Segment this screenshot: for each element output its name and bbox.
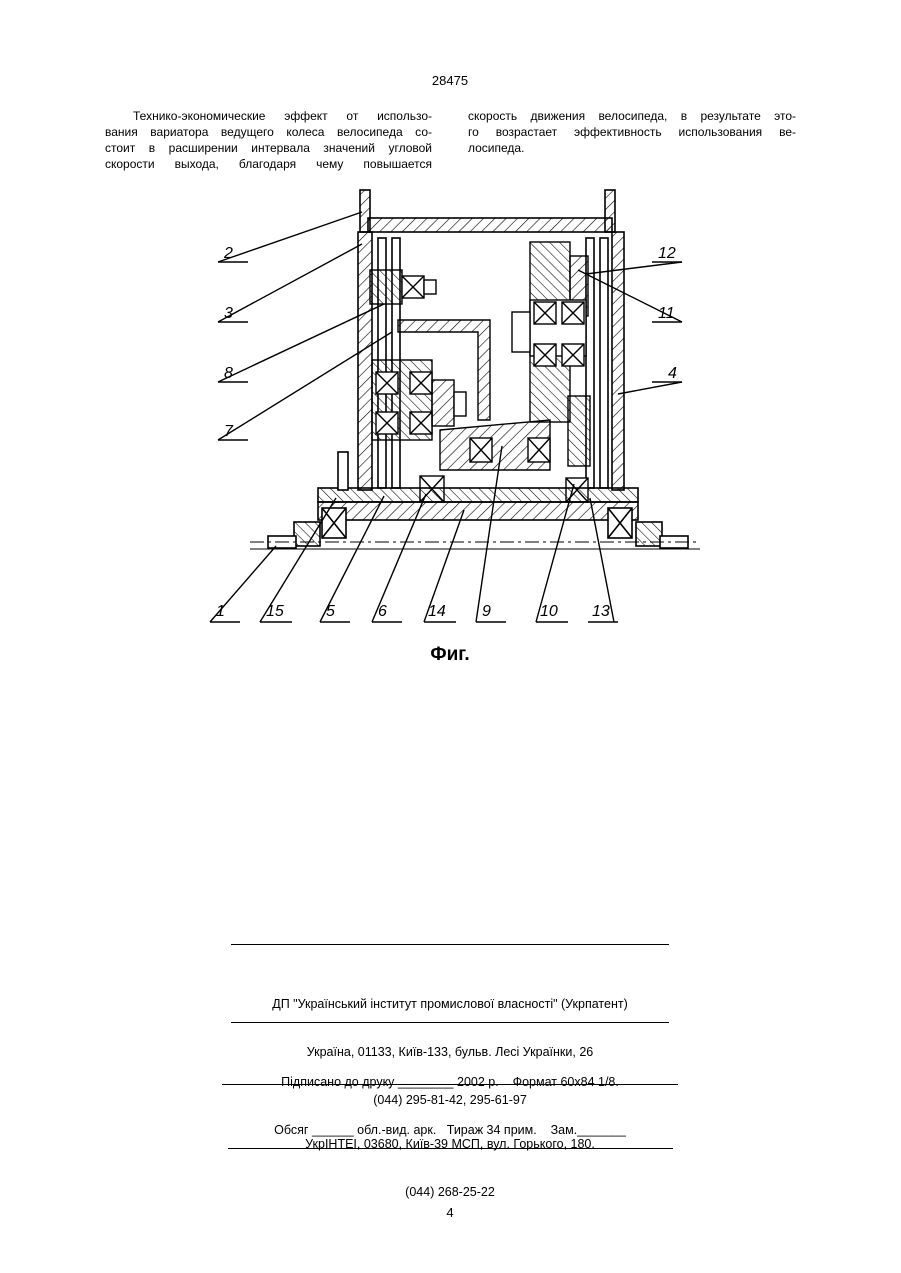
label-2: 2 xyxy=(223,245,233,262)
page-number: 4 xyxy=(400,1205,500,1220)
printer-block: УкрІНТЕІ, 03680, Київ-39 МСП, вул. Горьк… xyxy=(150,1104,750,1216)
printer-phone: (044) 268-25-22 xyxy=(150,1184,750,1200)
label-11: 11 xyxy=(658,305,675,322)
label-5: 5 xyxy=(326,603,335,620)
label-14: 14 xyxy=(428,603,446,620)
label-12: 12 xyxy=(658,245,676,262)
divider xyxy=(231,944,669,945)
label-10: 10 xyxy=(540,603,558,620)
divider xyxy=(231,1022,669,1023)
label-13: 13 xyxy=(592,603,610,620)
label-1: 1 xyxy=(216,603,225,620)
print-signed-line: Підписано до друку ________ 2002 р. Форм… xyxy=(150,1074,750,1090)
label-9: 9 xyxy=(482,603,491,620)
figure-caption: Фиг. xyxy=(350,644,550,666)
divider xyxy=(222,1084,678,1085)
label-3: 3 xyxy=(224,305,233,322)
label-4: 4 xyxy=(668,365,677,382)
mechanism-drawing: 2 3 8 7 12 11 4 1 15 5 6 14 9 10 13 xyxy=(0,0,901,680)
label-15: 15 xyxy=(266,603,284,620)
publisher-name: ДП "Український інститут промислової вла… xyxy=(150,996,750,1012)
label-8: 8 xyxy=(224,365,233,382)
label-6: 6 xyxy=(378,603,387,620)
printer-address: УкрІНТЕІ, 03680, Київ-39 МСП, вул. Горьк… xyxy=(150,1136,750,1152)
left-gear-assembly xyxy=(370,270,490,440)
label-7: 7 xyxy=(224,423,234,440)
divider xyxy=(228,1148,673,1149)
